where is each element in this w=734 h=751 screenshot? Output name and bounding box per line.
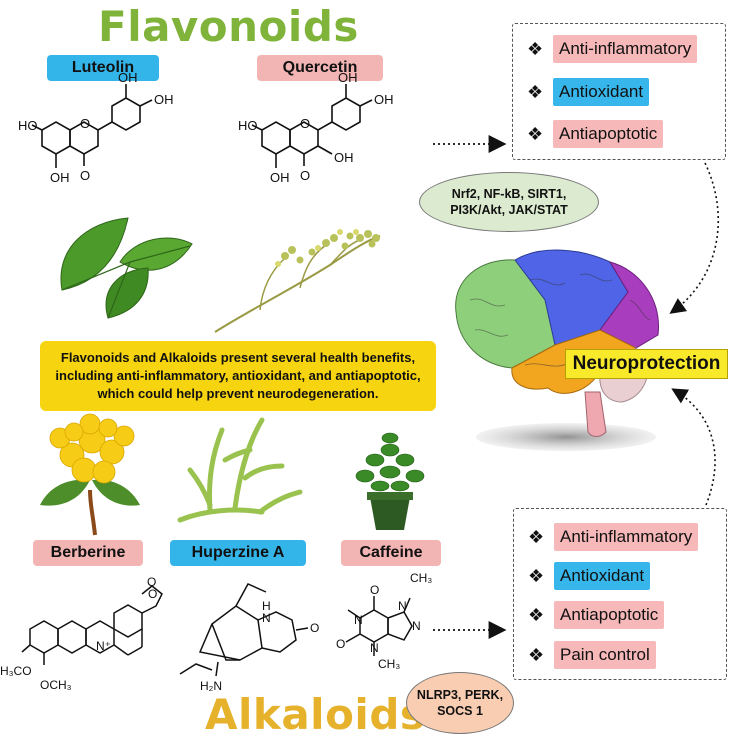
summary-box: Flavonoids and Alkaloids present several… [40, 341, 436, 411]
dotted-arrow-icon [669, 162, 720, 314]
luteolin-tag: Luteolin [47, 55, 159, 81]
luteolin-structure [31, 84, 153, 168]
luteolin-labels: HO OH O O OH OH [18, 70, 174, 185]
alkaloid-pathways-oval: NLRP3, PERK, SOCS 1 [406, 672, 514, 734]
svg-text:CH₃: CH₃ [410, 571, 432, 585]
effect-pain-control: Pain control [554, 641, 656, 669]
svg-text:HO: HO [18, 118, 38, 133]
svg-text:O: O [336, 637, 345, 651]
svg-text:N: N [354, 613, 363, 627]
diamond-bullet-icon: ❖ [528, 604, 545, 625]
flavonoid-effects-box: ❖ Anti-inflammatory ❖ Antioxidant ❖ Anti… [512, 23, 726, 160]
svg-text:H: H [262, 599, 271, 613]
huperzine-labels: H N O H₂N [200, 599, 319, 693]
diamond-bullet-icon: ❖ [528, 565, 545, 586]
diamond-bullet-icon: ❖ [527, 38, 544, 59]
leaf-icon [60, 217, 193, 319]
quercetin-labels: HO OH O O OH OH OH [238, 70, 394, 185]
effect-antiapoptotic: Antiapoptotic [554, 601, 665, 629]
caffeine-structure [345, 596, 413, 656]
dotted-arrow-icon [671, 388, 716, 506]
svg-text:OH: OH [118, 70, 138, 85]
svg-text:N: N [412, 619, 421, 633]
summary-line: Flavonoids and Alkaloids present several… [60, 350, 416, 365]
diamond-bullet-icon: ❖ [528, 526, 545, 547]
svg-text:N⁺: N⁺ [96, 639, 111, 653]
svg-text:OH: OH [270, 170, 290, 185]
svg-text:OH: OH [374, 92, 394, 107]
caffeine-labels: O O N N N N CH₃ CH₃ [336, 571, 432, 671]
alkaloids-title: Alkaloids [205, 690, 426, 739]
diamond-bullet-icon: ❖ [527, 81, 544, 102]
svg-text:CH₃: CH₃ [378, 657, 400, 671]
diamond-bullet-icon: ❖ [527, 123, 544, 144]
svg-text:OH: OH [338, 70, 358, 85]
effect-antiapoptotic: Antiapoptotic [553, 120, 664, 148]
svg-text:O: O [80, 116, 90, 131]
berberine-structure [21, 585, 163, 665]
svg-text:N: N [398, 599, 407, 613]
pathway-line: Nrf2, NF-kB, SIRT1, [451, 187, 567, 201]
huperzine-tag: Huperzine A [170, 540, 306, 566]
caffeine-tag: Caffeine [341, 540, 441, 566]
svg-text:N: N [370, 641, 379, 655]
svg-text:H₃CO: H₃CO [0, 664, 32, 678]
svg-text:OH: OH [50, 170, 70, 185]
alkaloid-effects-box: ❖ Anti-inflammatory ❖ Antioxidant ❖ Anti… [513, 508, 727, 680]
svg-text:O: O [310, 621, 319, 635]
svg-text:O: O [147, 575, 156, 589]
summary-line: which could help prevent neurodegenerati… [97, 386, 379, 401]
effect-anti-inflammatory: Anti-inflammatory [553, 35, 698, 63]
berberine-tag: Berberine [33, 540, 143, 566]
flavonoids-title: Flavonoids [98, 2, 359, 51]
flower-icon [40, 413, 140, 536]
pathway-line: PI3K/Akt, JAK/STAT [450, 203, 568, 217]
neuroprotection-label: Neuroprotection [565, 349, 728, 379]
flavonoid-pathways-oval: Nrf2, NF-kB, SIRT1, PI3K/Akt, JAK/STAT [419, 172, 599, 232]
quercetin-structure [251, 84, 373, 168]
brain-icon [455, 249, 659, 451]
svg-text:O: O [148, 587, 157, 601]
effect-antioxidant: Antioxidant [554, 562, 651, 590]
diamond-bullet-icon: ❖ [528, 644, 545, 665]
svg-text:O: O [300, 168, 310, 183]
svg-text:OCH₃: OCH₃ [40, 678, 72, 692]
svg-text:O: O [370, 583, 379, 597]
plant-icon [214, 229, 381, 333]
svg-text:O: O [80, 168, 90, 183]
pathway-line: NLRP3, PERK, [416, 688, 504, 702]
effect-antioxidant: Antioxidant [553, 78, 650, 106]
svg-text:O: O [300, 116, 310, 131]
svg-text:H₂N: H₂N [200, 679, 222, 693]
svg-text:OH: OH [334, 150, 354, 165]
quercetin-tag: Quercetin [257, 55, 383, 81]
potted-plant-icon [355, 432, 425, 530]
berberine-labels: H₃CO OCH₃ N⁺ O O [0, 575, 157, 692]
effect-anti-inflammatory: Anti-inflammatory [554, 523, 699, 551]
summary-line: including anti-inflammatory, antioxidant… [55, 368, 421, 383]
svg-text:N: N [262, 611, 271, 625]
huperzine-structure [179, 583, 309, 677]
pathway-line: SOCS 1 [437, 704, 483, 718]
svg-text:OH: OH [154, 92, 174, 107]
svg-text:HO: HO [238, 118, 258, 133]
plant-icon [177, 417, 303, 523]
